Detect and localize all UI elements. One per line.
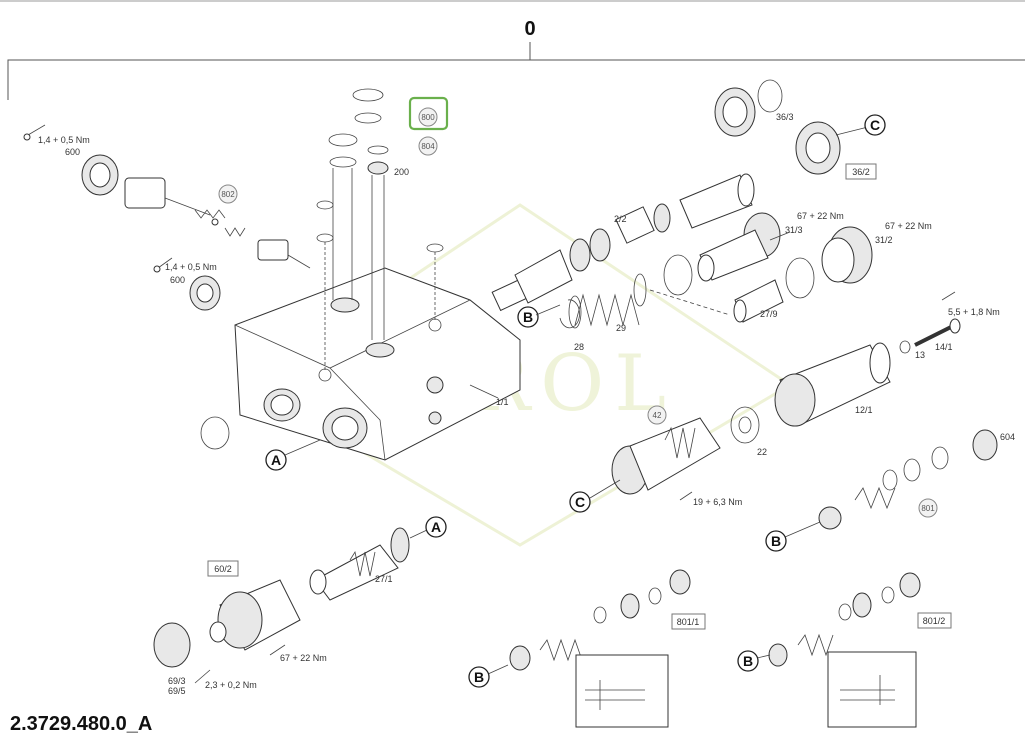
torque-2: 1,4 + 0,5 Nm xyxy=(165,262,217,272)
check-valve-801-2 xyxy=(768,572,921,728)
callout-b-bottom-right-label: B xyxy=(743,653,753,669)
cap-36 xyxy=(714,79,841,175)
torque-5: 5,5 + 1,8 Nm xyxy=(948,307,1000,317)
kit-801-label: 801 xyxy=(921,504,935,513)
callout-b-right-label: B xyxy=(771,533,781,549)
part-2-2: 2/2 xyxy=(614,214,627,224)
callout-b-spool-label: B xyxy=(523,309,533,325)
torque-7: 67 + 22 Nm xyxy=(280,653,327,663)
callout-a-lower-label: A xyxy=(431,519,441,535)
kit-801-2-label: 801/2 xyxy=(923,616,946,626)
kit-801-2-box[interactable] xyxy=(917,612,952,629)
part-31-3: 31/3 xyxy=(785,225,803,235)
torque-8: 2,3 + 0,2 Nm xyxy=(205,680,257,690)
callout-a-body[interactable] xyxy=(265,449,287,471)
kit-36-2-label: 36/2 xyxy=(852,167,870,177)
torque-6: 19 + 6,3 Nm xyxy=(693,497,742,507)
part-69-5: 69/5 xyxy=(168,686,186,696)
callout-c-lower-label: C xyxy=(575,494,585,510)
valve-27-1 xyxy=(309,527,410,601)
part-28: 28 xyxy=(574,342,584,352)
part-600-b: 600 xyxy=(170,275,185,285)
kit-802-circle[interactable] xyxy=(218,184,238,204)
diagram-title: 0 xyxy=(524,18,535,40)
check-valve-b xyxy=(818,446,949,530)
part-13: 13 xyxy=(915,350,925,360)
callout-b-bottom-right[interactable] xyxy=(737,650,759,672)
cartridge-31-3 xyxy=(663,212,781,296)
kit-801-circle[interactable] xyxy=(918,498,938,518)
part-27-1: 27/1 xyxy=(375,574,393,584)
kit-804-circle[interactable] xyxy=(418,136,438,156)
callout-c-lower[interactable] xyxy=(569,491,591,513)
part-604: 604 xyxy=(1000,432,1015,442)
screw-14-1 xyxy=(899,291,961,354)
kit-804-label: 804 xyxy=(421,142,435,151)
kit-801-1-box[interactable] xyxy=(671,613,706,630)
part-36-3: 36/3 xyxy=(776,112,794,122)
kit-60-2-label: 60/2 xyxy=(214,564,232,574)
kit-42-label: 42 xyxy=(653,411,662,420)
part-31-2: 31/2 xyxy=(875,235,893,245)
callout-a-body-label: A xyxy=(271,452,281,468)
cartridge-31-2 xyxy=(785,226,873,299)
kit-800-highlight xyxy=(408,96,449,131)
callout-b-bottom-left[interactable] xyxy=(468,666,490,688)
valve-body xyxy=(234,267,521,461)
torque-1: 1,4 + 0,5 Nm xyxy=(38,135,90,145)
spool-assembly xyxy=(491,173,755,312)
kit-801-1-label: 801/1 xyxy=(677,617,700,627)
part-200: 200 xyxy=(394,167,409,177)
part-12-1: 12/1 xyxy=(855,405,873,415)
housing-12-1 xyxy=(774,342,891,427)
kit-800-label: 800 xyxy=(421,113,435,122)
valve-60-2 xyxy=(153,579,301,668)
part-27-9: 27/9 xyxy=(760,309,778,319)
part-29: 29 xyxy=(616,323,626,333)
torque-4: 67 + 22 Nm xyxy=(885,221,932,231)
kit-42-circle[interactable] xyxy=(647,405,667,425)
kit-60-2-box[interactable] xyxy=(207,560,239,577)
check-valve-801-1 xyxy=(509,569,691,728)
kit-800-circle[interactable] xyxy=(418,107,438,127)
callout-b-bottom-left-label: B xyxy=(474,669,484,685)
callout-c-top-label: C xyxy=(870,117,880,133)
part-number: 2.3729.480.0_A xyxy=(10,713,153,735)
assembly-label: 1/1 xyxy=(496,397,509,407)
part-69-3: 69/3 xyxy=(168,676,186,686)
part-22: 22 xyxy=(757,447,767,457)
seal-stack-left xyxy=(316,88,444,370)
callout-b-right[interactable] xyxy=(765,530,787,552)
spring-29 xyxy=(568,273,647,329)
valve-c-lower xyxy=(611,417,721,495)
kit-36-2-box[interactable] xyxy=(845,163,877,180)
callout-a-lower[interactable] xyxy=(425,516,447,538)
solenoid-lower xyxy=(153,239,311,311)
solenoid-upper xyxy=(23,124,246,237)
part-600-a: 600 xyxy=(65,147,80,157)
torque-3: 67 + 22 Nm xyxy=(797,211,844,221)
kit-802-label: 802 xyxy=(221,190,235,199)
callout-b-spool[interactable] xyxy=(517,306,539,328)
part-14-1: 14/1 xyxy=(935,342,953,352)
callout-c-top[interactable] xyxy=(864,114,886,136)
